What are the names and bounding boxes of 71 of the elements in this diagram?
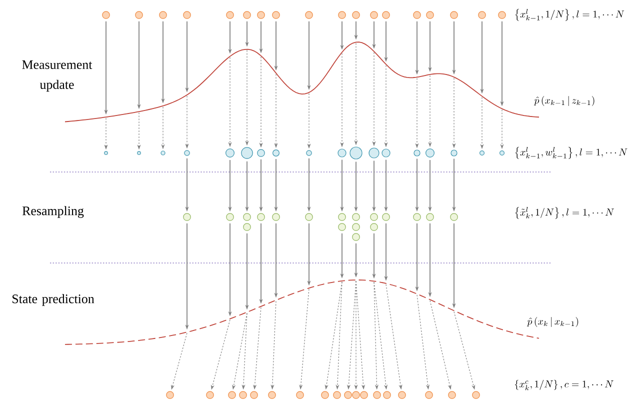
particle-dot xyxy=(243,213,251,221)
particle-dot xyxy=(360,391,368,399)
section-label: Resampling xyxy=(22,206,84,218)
particle-dot xyxy=(448,391,456,399)
particle-dot xyxy=(183,213,191,221)
formula-label: $\hat{p}\left(x_{k}\,|\,x_{k-1}\right)$ xyxy=(526,317,578,327)
particle-dot xyxy=(368,148,380,158)
particle-dot xyxy=(257,11,265,19)
particle-dot xyxy=(226,213,234,221)
particle-dot xyxy=(321,391,329,399)
particle-dot xyxy=(370,213,378,221)
particle-dot xyxy=(382,11,390,19)
particle-dot xyxy=(338,213,346,221)
particle-dot xyxy=(333,391,341,399)
particle-dot xyxy=(239,391,247,399)
particle-dot xyxy=(350,146,362,160)
particle-dot xyxy=(102,11,110,19)
particle-dot xyxy=(352,391,360,399)
particle-dot xyxy=(135,11,143,19)
particle-dot xyxy=(373,391,381,399)
particle-dot xyxy=(228,391,236,399)
particle-dot xyxy=(450,213,458,221)
particle-dot xyxy=(413,213,421,221)
particle-dot xyxy=(382,213,390,221)
formula-label: $\left\{\tilde{x}_{k}^{l},1/N\right\},l=1,\cdots N$ xyxy=(515,207,614,219)
particle-dot xyxy=(268,391,276,399)
particle-dot xyxy=(352,213,360,221)
particle-dot xyxy=(272,213,280,221)
particle-dot xyxy=(305,213,313,221)
particle-dot xyxy=(352,233,360,241)
particle-dot xyxy=(338,148,346,158)
particle-dot xyxy=(425,391,433,399)
particle-dot xyxy=(426,11,434,19)
particle-dot xyxy=(498,11,506,19)
particle-dot xyxy=(243,11,251,19)
particle-dot xyxy=(413,11,421,19)
particle-dot xyxy=(183,11,191,19)
particle-dot xyxy=(426,213,434,221)
formula-label: $\left\{x_{k-1}^{l},w_{k-1}^{l}\right\},l=1,\cdots N$ xyxy=(515,146,628,159)
section-label: Measurement update xyxy=(22,60,92,92)
particle-dot xyxy=(450,11,458,19)
particle-dot xyxy=(338,11,346,19)
formula-label: $\left\{x_{k}^{c},1/N\right\},c=1,\cdots N$ xyxy=(514,380,614,390)
particle-dot xyxy=(305,11,313,19)
formula-label: $\left\{x_{k-1}^{l},1/N\right\},l=1,\cdots N$ xyxy=(515,8,624,21)
particle-dot xyxy=(338,223,346,231)
particle-dot xyxy=(226,11,234,19)
particle-dot xyxy=(241,147,253,159)
particle-dot xyxy=(352,11,360,19)
particle-dot xyxy=(272,11,280,19)
particle-dot xyxy=(472,391,480,399)
particle-dot xyxy=(257,149,265,157)
particle-dot xyxy=(352,223,360,231)
particle-dot xyxy=(166,391,174,399)
particle-dot xyxy=(159,11,167,19)
particle-dot xyxy=(398,391,406,399)
particle-dot xyxy=(243,223,251,231)
section-label: State prediction xyxy=(12,294,94,306)
particle-dot xyxy=(383,391,391,399)
particle-dot xyxy=(206,391,214,399)
particle-dot xyxy=(370,223,378,231)
particle-dot xyxy=(344,391,352,399)
particle-dot xyxy=(426,148,434,158)
particle-dot xyxy=(370,11,378,19)
particle-dot xyxy=(382,148,390,158)
particle-dot xyxy=(257,213,265,221)
particle-dot xyxy=(250,391,258,399)
particle-dot xyxy=(478,11,486,19)
particle-dot xyxy=(296,391,304,399)
particle-dot xyxy=(226,148,234,158)
formula-label: $\hat{p}\left(x_{k-1}\,|\,z_{k-1}\right)$ xyxy=(534,96,594,106)
